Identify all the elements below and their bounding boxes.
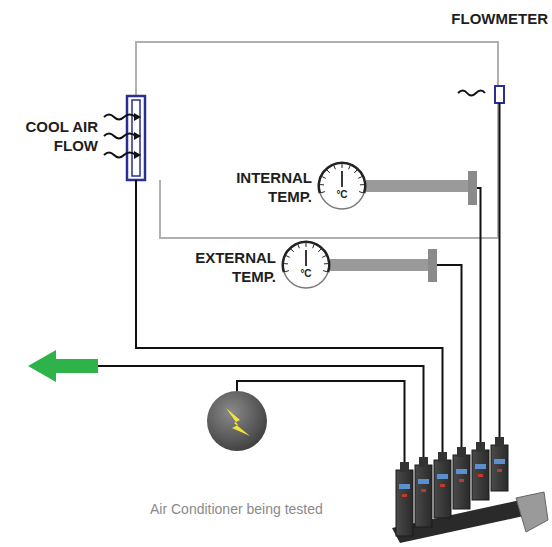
gauge-tick (306, 243, 307, 247)
unit-label: °C (317, 189, 367, 200)
status-led (478, 474, 483, 477)
gauge-face (317, 161, 367, 211)
airflow-arrows (104, 115, 136, 158)
external-probe-head (428, 249, 437, 282)
airflow-sensor (127, 96, 145, 180)
gauge-tick (334, 166, 335, 170)
lightning-bolt (226, 408, 250, 436)
part-label: COOL AIR FLOW (3, 117, 98, 155)
gauge-tick (284, 263, 288, 264)
gauge-tick (298, 245, 299, 249)
gauge-tick (349, 166, 350, 170)
status-display (418, 479, 429, 484)
gauge-tick (322, 177, 326, 179)
internal-probe-tube (366, 180, 470, 192)
internal-probe-head (468, 171, 477, 205)
controller-module (472, 450, 489, 500)
status-led (459, 479, 464, 482)
gauge-tick (358, 177, 362, 179)
controller-module (434, 460, 451, 518)
gauge-face (281, 240, 331, 290)
room-outline (136, 42, 498, 238)
gauge-tick (323, 271, 327, 272)
gauge-tick (322, 256, 326, 258)
gauge-tick (360, 184, 364, 185)
status-led (440, 484, 445, 487)
gauge-tick (318, 249, 321, 252)
cable-gland (457, 447, 466, 457)
gauge-tick (313, 245, 314, 249)
controller-module (453, 455, 470, 509)
part-label: INTERNAL TEMP. (206, 168, 312, 206)
gauge-tick (359, 192, 363, 193)
airflow-sensor-inner (132, 100, 140, 176)
controller-unit (392, 437, 548, 543)
end-cap (516, 492, 548, 532)
gauge-tick (320, 184, 324, 185)
power-source (207, 391, 267, 451)
gauge-tick (354, 170, 357, 173)
gauge-tick (285, 271, 289, 272)
gauge-tick (342, 164, 343, 168)
cable-gland (438, 452, 447, 462)
status-led (421, 489, 426, 492)
gauge-rim (318, 162, 367, 194)
controller-module (491, 445, 508, 491)
gauge-needle (305, 250, 307, 266)
gauge-tick (327, 170, 330, 173)
gauge-needle (341, 171, 343, 187)
cable-gland (476, 442, 485, 452)
temperature-gauge: °C (317, 161, 367, 211)
flow-wave (458, 91, 485, 96)
gauge-rim (282, 241, 331, 273)
status-display (456, 469, 467, 474)
controller-module (396, 470, 413, 536)
output-arrow (28, 350, 98, 382)
status-display (475, 464, 486, 469)
airflow-arrowheads (134, 113, 141, 159)
status-led (402, 494, 407, 497)
gauge-tick (324, 263, 328, 264)
cable-gland (419, 457, 428, 467)
temperature-gauge: °C (281, 240, 331, 290)
controller-module (415, 465, 432, 527)
part-label: EXTERNAL TEMP. (170, 248, 276, 286)
unit-label: °C (281, 268, 331, 279)
gauge-tick (291, 249, 294, 252)
gauge-tick (321, 192, 325, 193)
wires (96, 103, 500, 470)
status-display (437, 474, 448, 479)
status-led (497, 469, 502, 472)
status-display (399, 484, 410, 489)
status-display (494, 459, 505, 464)
external-probe-tube (330, 259, 430, 271)
part-label: FLOWMETER (448, 9, 548, 28)
cable-gland (495, 437, 504, 447)
gauge-tick (286, 256, 290, 258)
cable-gland (400, 462, 409, 472)
flowmeter-sensor (495, 86, 504, 103)
caption-label: Air Conditioner being tested (150, 500, 360, 519)
